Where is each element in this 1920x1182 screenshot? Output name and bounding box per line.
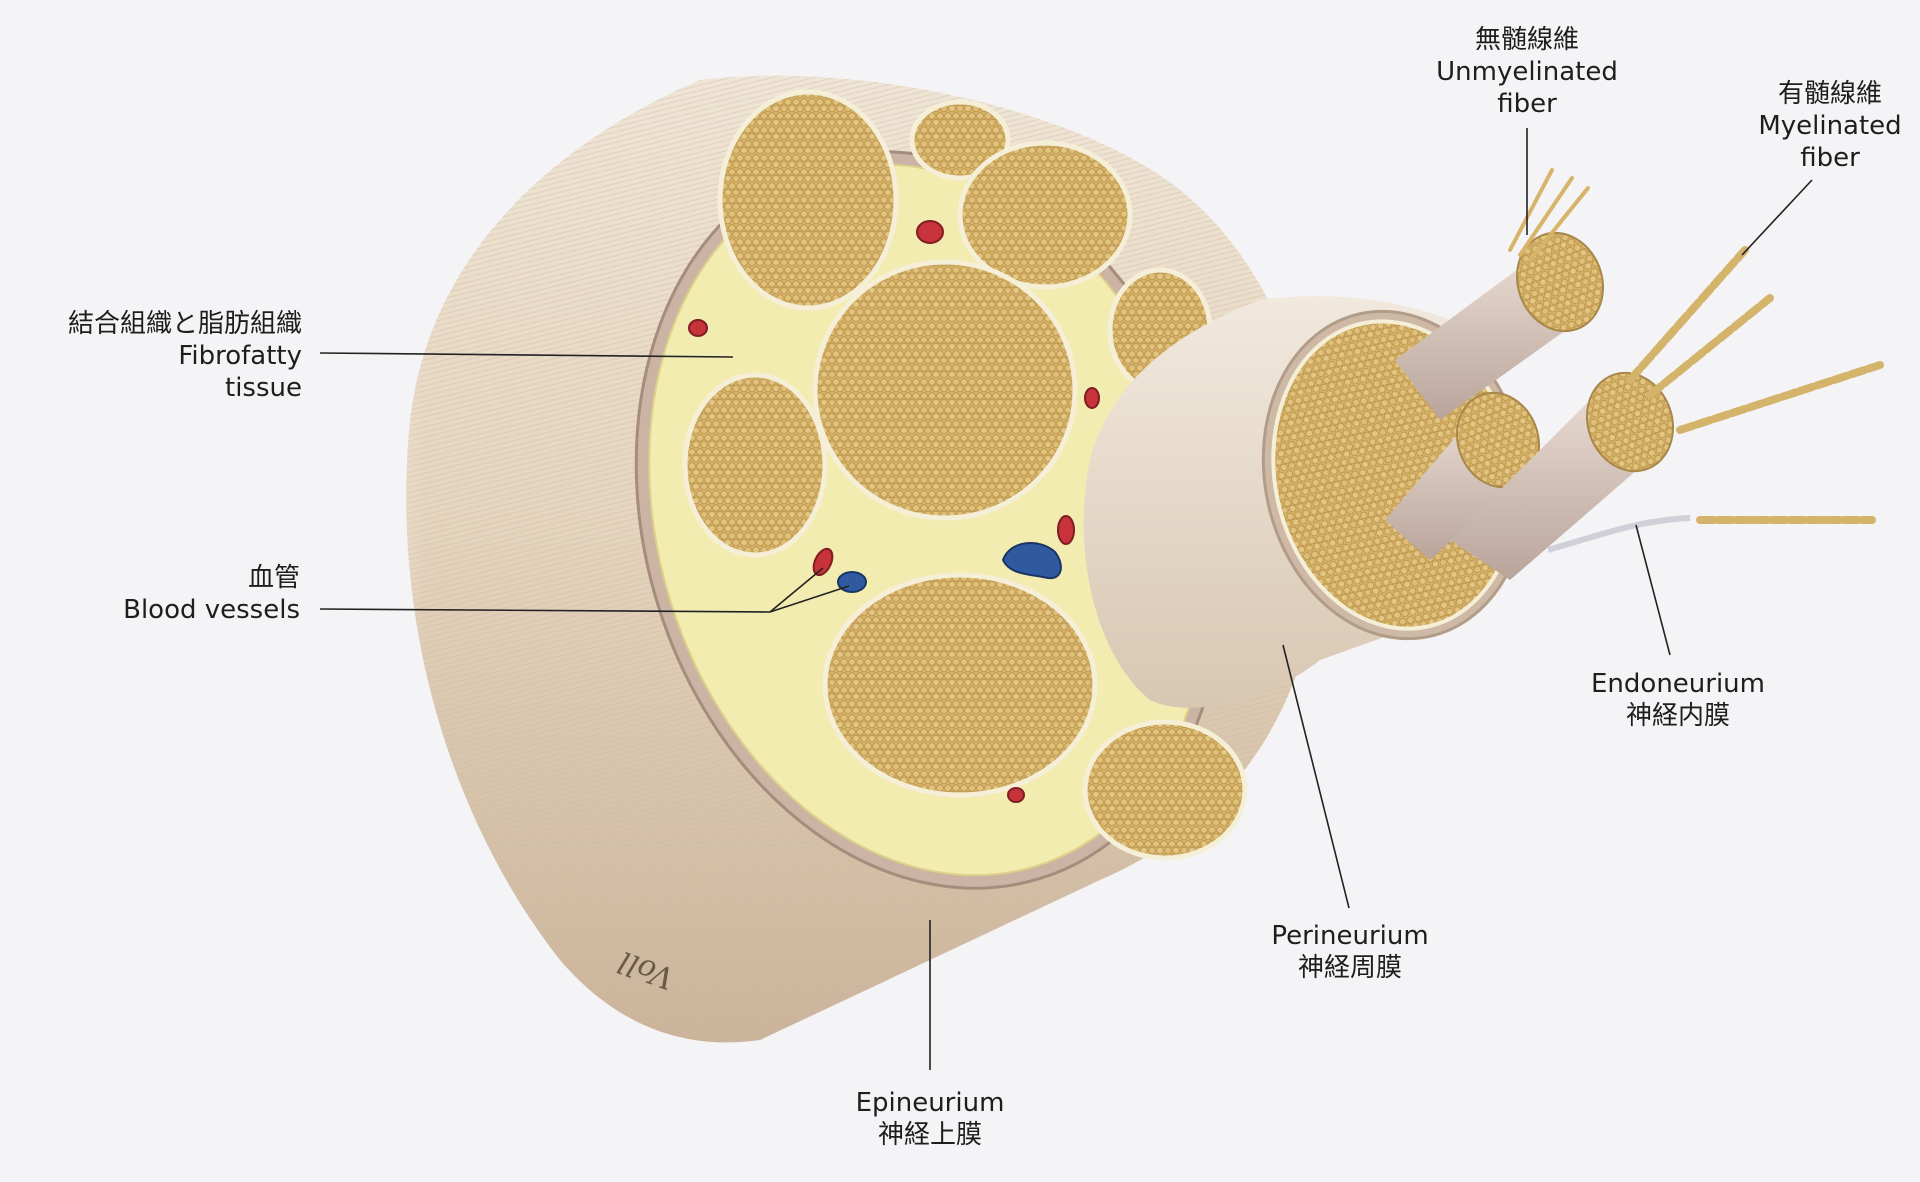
label-epineurium-jp: 神経上膜: [877, 1120, 982, 1150]
artery: [1057, 515, 1075, 545]
leader-lines: [319, 128, 1813, 1070]
myelinated-fibers: [1626, 246, 1884, 524]
label-fibrofatty-en-2: tissue: [225, 373, 302, 403]
label-epineurium-en: Epineurium: [855, 1088, 1005, 1118]
fascicles: [682, 89, 1248, 861]
fascicle: [822, 572, 1098, 798]
label-blood-vessels-jp: 血管: [247, 563, 300, 593]
label-unmyelinated-jp: 無髄線維: [1474, 25, 1579, 55]
artery: [1084, 387, 1100, 409]
fascicle: [682, 372, 828, 558]
endoneurium-strand: [1547, 515, 1691, 553]
label-myelinated-jp: 有髄線維: [1777, 79, 1882, 109]
label-unmyelinated-en-1: Unmyelinated: [1436, 57, 1618, 87]
fascicle: [957, 140, 1133, 290]
leader-blood-vessels-b: [769, 585, 850, 613]
artery: [916, 220, 944, 244]
label-fibrofatty-tissue: 結合組織と脂肪組織 Fibrofatty tissue: [40, 308, 302, 404]
leader-blood-vessels: [319, 608, 771, 613]
fascicle: [1082, 719, 1248, 861]
leader-perineurium: [1282, 644, 1350, 909]
fascicle: [717, 89, 899, 311]
vein: [1001, 541, 1062, 580]
leader-blood-vessels-a: [769, 567, 824, 613]
artery: [812, 547, 834, 577]
artery: [688, 319, 708, 337]
unmyelinated-fibers: [1508, 168, 1590, 262]
fascicle: [812, 259, 1078, 521]
label-myelinated-en-1: Myelinated: [1758, 111, 1902, 141]
label-myelinated-en-2: fiber: [1800, 143, 1860, 173]
label-perineurium: Perineurium 神経周膜: [1250, 920, 1450, 984]
fiber-bundle-end: [1515, 231, 1605, 333]
fiber-bundles: [1385, 231, 1675, 580]
artery: [1007, 787, 1025, 803]
label-endoneurium: Endoneurium 神経内膜: [1578, 668, 1778, 732]
leader-fibrofatty: [319, 352, 734, 358]
label-fibrofatty-en-1: Fibrofatty: [178, 341, 302, 371]
label-endoneurium-jp: 神経内膜: [1625, 701, 1730, 731]
leader-myelinated: [1741, 179, 1813, 256]
label-myelinated-fiber: 有髄線維 Myelinated fiber: [1740, 78, 1920, 174]
label-blood-vessels: 血管 Blood vessels: [60, 562, 300, 626]
label-perineurium-en: Perineurium: [1271, 921, 1429, 951]
label-epineurium: Epineurium 神経上膜: [830, 1087, 1030, 1151]
leader-endoneurium: [1635, 524, 1671, 656]
label-unmyelinated-en-2: fiber: [1497, 89, 1557, 119]
label-perineurium-jp: 神経周膜: [1297, 953, 1402, 983]
fascicle: [909, 99, 1011, 181]
blood-vessels: [688, 220, 1100, 803]
label-fibrofatty-jp: 結合組織と脂肪組織: [67, 309, 302, 339]
label-unmyelinated-fiber: 無髄線維 Unmyelinated fiber: [1432, 24, 1622, 120]
label-endoneurium-en: Endoneurium: [1591, 669, 1765, 699]
label-blood-vessels-en: Blood vessels: [123, 595, 300, 625]
